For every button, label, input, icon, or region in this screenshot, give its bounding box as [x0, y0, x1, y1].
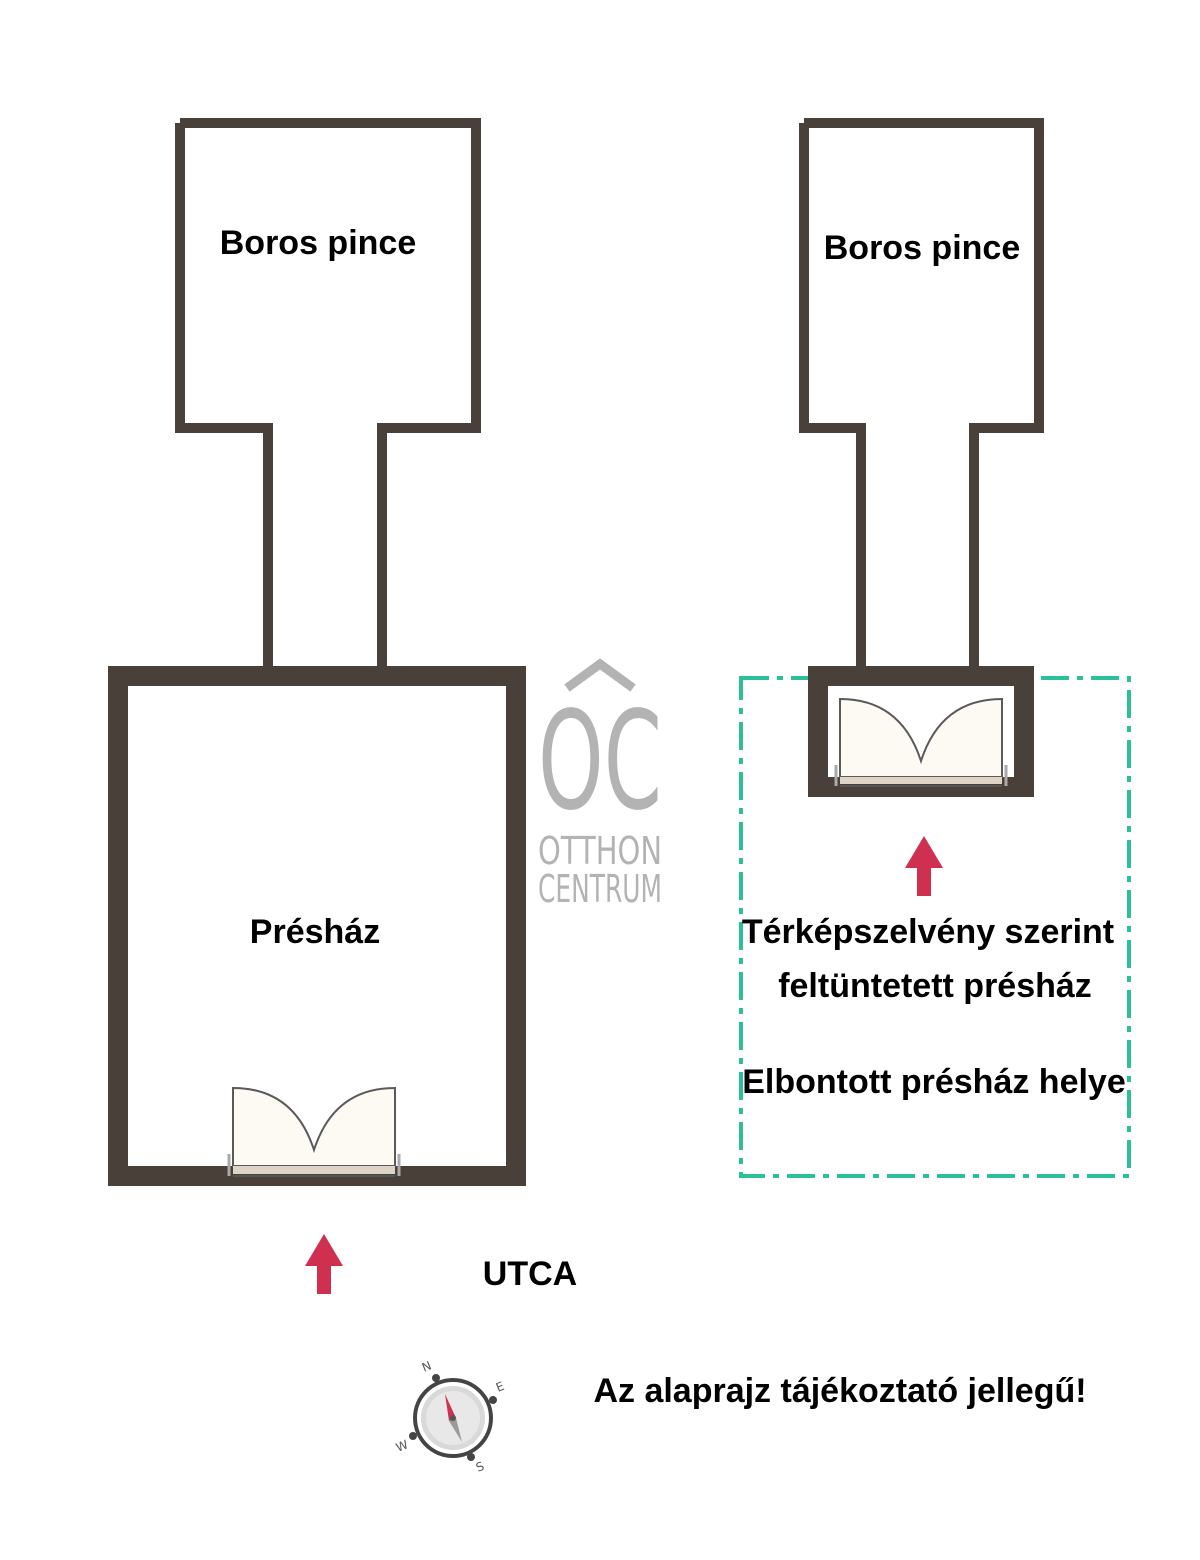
mapped-press-house-label-1: Térképszelvény szerint [742, 913, 1114, 951]
street-label: UTCA [483, 1255, 577, 1293]
logo-line2: CENTRUM [538, 867, 662, 911]
arrow-up-icon [905, 836, 943, 896]
left-cellar-walls [175, 118, 481, 668]
compass-e: E [494, 1379, 506, 1395]
otthon-centrum-logo: OC OTTHON CENTRUM [538, 658, 662, 911]
press-house-door [227, 1086, 401, 1177]
demolished-outline [739, 676, 1131, 1178]
left-cellar-label: Boros pince [220, 224, 416, 262]
demolished-label: Elbontott présház helye [742, 1063, 1126, 1101]
right-cellar-label: Boros pince [824, 229, 1020, 267]
disclaimer: Az alaprajz tájékoztató jellegű! [593, 1372, 1086, 1410]
compass-n: N [420, 1358, 434, 1374]
compass-s: S [474, 1459, 486, 1475]
compass-icon: N E S W [394, 1358, 506, 1474]
logo-mark: OC [538, 683, 662, 841]
press-house-label: Présház [250, 913, 380, 951]
arrow-up-icon [305, 1234, 343, 1294]
right-cellar-walls [799, 118, 1044, 668]
mapped-press-house-label-2: feltüntetett présház [778, 967, 1092, 1005]
mapped-press-house-door [834, 697, 1008, 787]
compass-w: W [394, 1437, 410, 1454]
logo-line1: OTTHON [538, 829, 662, 873]
